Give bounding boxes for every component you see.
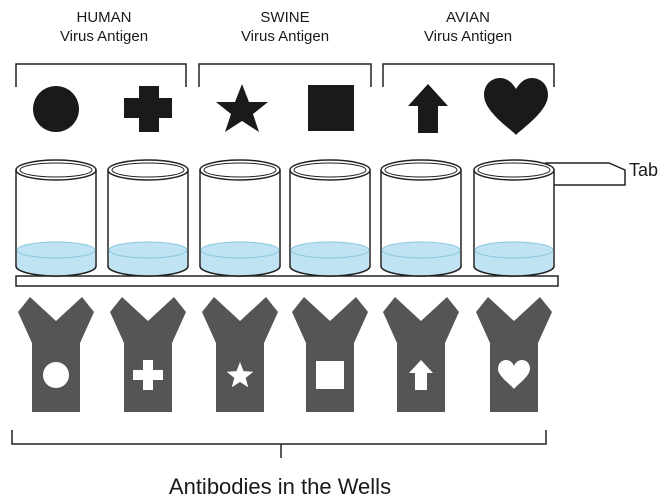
antibody-body xyxy=(383,297,459,412)
well-liquid-surface xyxy=(382,242,460,258)
antibody-body xyxy=(110,297,186,412)
antigen-row xyxy=(33,78,548,135)
well-liquid-surface xyxy=(291,242,369,258)
square-icon xyxy=(316,361,344,389)
well xyxy=(16,160,96,276)
antibody-body xyxy=(202,297,278,412)
footer-bracket xyxy=(12,430,546,458)
well xyxy=(108,160,188,276)
antibody xyxy=(202,297,278,412)
well-strip xyxy=(16,160,554,276)
antibody xyxy=(18,297,94,412)
antibody-body xyxy=(292,297,368,412)
well-liquid-surface xyxy=(201,242,279,258)
well-strip-base xyxy=(16,276,558,286)
well-liquid-surface xyxy=(475,242,553,258)
circle-icon xyxy=(33,86,79,132)
antibody xyxy=(476,297,552,412)
antibody xyxy=(110,297,186,412)
well xyxy=(200,160,280,276)
well xyxy=(474,160,554,276)
antibody-row xyxy=(18,297,552,412)
arrow-icon xyxy=(408,84,448,133)
antibody xyxy=(292,297,368,412)
group-brackets xyxy=(16,64,554,87)
antibody xyxy=(383,297,459,412)
circle-icon xyxy=(43,362,69,388)
bracket-human xyxy=(16,64,186,87)
tab-label: Tab xyxy=(629,160,658,181)
square-icon xyxy=(308,85,354,131)
well xyxy=(381,160,461,276)
well-tab xyxy=(545,163,625,185)
cross-icon xyxy=(124,86,172,132)
star-icon xyxy=(216,84,268,132)
footer-label: Antibodies in the Wells xyxy=(0,474,560,500)
well-liquid-surface xyxy=(17,242,95,258)
well xyxy=(290,160,370,276)
bracket-swine xyxy=(199,64,371,87)
antibody-body xyxy=(18,297,94,412)
well-liquid-surface xyxy=(109,242,187,258)
antibody-body xyxy=(476,297,552,412)
heart-icon xyxy=(484,78,548,135)
